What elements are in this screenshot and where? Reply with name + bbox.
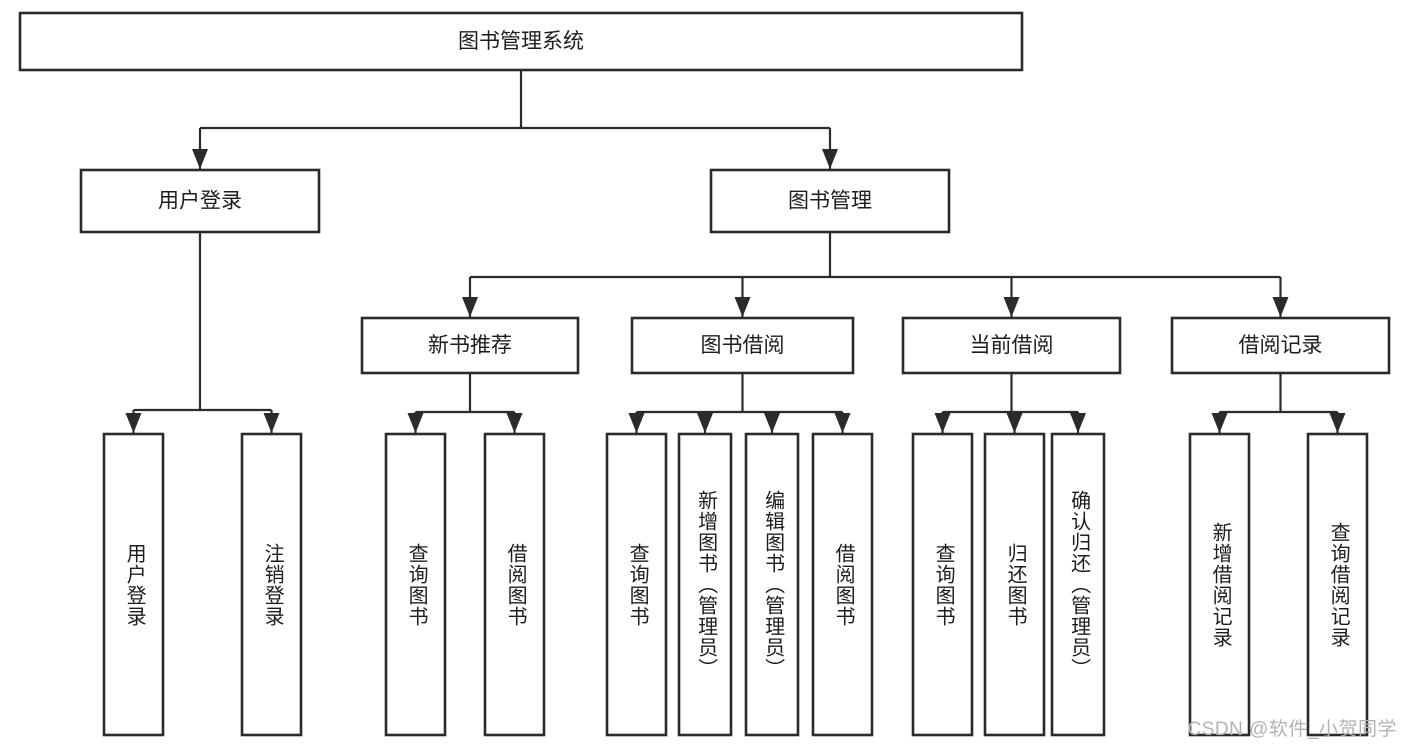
node-label-current-borrow: 当前借阅 [970, 334, 1054, 357]
node-box-leaf-borrow-book-1[interactable] [483, 432, 546, 737]
node-box-leaf-query-book-2[interactable] [605, 432, 668, 737]
node-label-new-book-recommend: 新书推荐 [428, 334, 512, 357]
node-box-leaf-edit-book[interactable] [744, 432, 800, 737]
arrow-head-icon-leaf-user-login [125, 413, 142, 433]
boxes-layer [18, 11, 1391, 737]
node-box-book-borrow[interactable] [630, 316, 855, 375]
node-box-borrow-record[interactable] [1170, 316, 1391, 375]
node-box-leaf-user-login[interactable] [102, 432, 165, 737]
arrow-head-icon-leaf-query-book-3 [934, 413, 951, 433]
node-box-leaf-add-record[interactable] [1188, 432, 1251, 737]
node-box-leaf-add-book[interactable] [677, 432, 733, 737]
arrow-head-icon-leaf-borrow-book-1 [506, 413, 523, 433]
watermark: CSDN @软件_小贺同学 [1187, 719, 1397, 740]
arrow-head-icon-leaf-add-book [697, 413, 713, 433]
node-label-user-login: 用户登录 [158, 190, 242, 213]
arrow-head-icon-leaf-edit-book [764, 413, 780, 433]
node-box-leaf-borrow-book-2[interactable] [811, 432, 874, 737]
arrow-head-icon-leaf-query-book-2 [628, 413, 645, 433]
arrow-head-icon-leaf-logout [263, 413, 280, 433]
node-label-borrow-record: 借阅记录 [1239, 334, 1323, 357]
arrow-head-icon-leaf-borrow-book-2 [834, 413, 851, 433]
node-label-root-title: 图书管理系统 [458, 30, 584, 53]
node-box-new-book-recommend[interactable] [360, 316, 580, 375]
node-box-leaf-query-record[interactable] [1306, 432, 1369, 737]
arrow-head-icon-user-login [192, 149, 208, 169]
node-box-book-manage[interactable] [709, 168, 951, 234]
node-box-leaf-query-book-1[interactable] [384, 432, 447, 737]
connectors-layer [125, 70, 1346, 433]
node-box-root-title[interactable] [18, 11, 1024, 72]
arrow-head-icon-new-book-recommend [462, 297, 478, 317]
node-box-leaf-confirm-return[interactable] [1050, 432, 1106, 737]
arrow-head-icon-leaf-add-record [1211, 413, 1228, 433]
node-box-current-borrow[interactable] [901, 316, 1122, 375]
node-box-leaf-logout[interactable] [240, 432, 303, 737]
arrow-head-icon-leaf-query-book-1 [407, 413, 424, 433]
node-box-leaf-query-book-3[interactable] [911, 432, 974, 737]
arrow-head-icon-book-borrow [734, 297, 751, 317]
arrow-head-icon-leaf-confirm-return [1070, 413, 1086, 433]
node-box-user-login[interactable] [79, 168, 321, 234]
arrow-head-icon-leaf-return-book [1006, 413, 1023, 433]
node-label-book-borrow: 图书借阅 [701, 334, 785, 357]
arrow-head-icon-current-borrow [1003, 297, 1020, 317]
arrow-head-icon-borrow-record [1272, 297, 1289, 317]
arrow-head-icon-book-manage [822, 149, 838, 169]
arrow-head-icon-leaf-query-record [1329, 413, 1346, 433]
node-label-book-manage: 图书管理 [788, 190, 872, 213]
node-box-leaf-return-book[interactable] [983, 432, 1046, 737]
